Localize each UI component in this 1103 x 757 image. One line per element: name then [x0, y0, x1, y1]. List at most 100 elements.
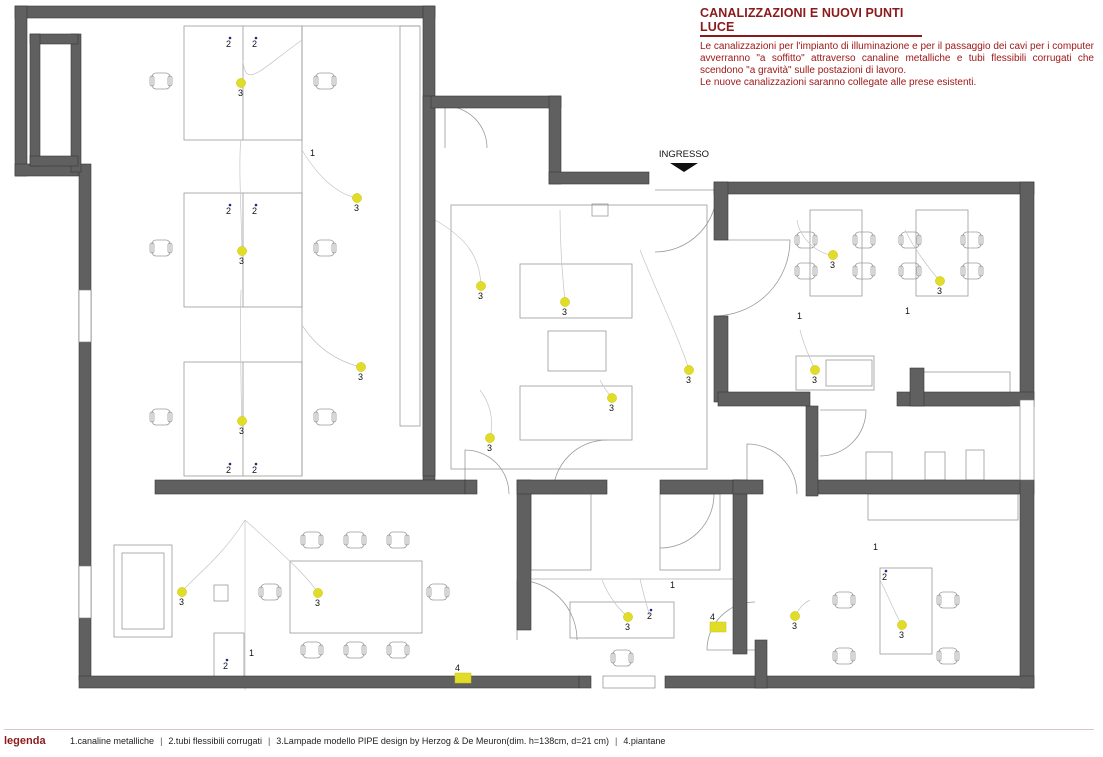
lamp-label: 3 [899, 630, 904, 640]
legend-title: legenda [4, 735, 46, 747]
chair [794, 231, 818, 249]
chair-arm [386, 534, 392, 546]
door-swing [819, 409, 867, 457]
wall-segment [70, 33, 82, 173]
bidet [924, 451, 946, 481]
chair-seat [302, 531, 322, 549]
tube-dot-icon [228, 36, 232, 40]
wall-segment [578, 675, 592, 689]
chair-arm [444, 586, 450, 598]
cable-route [639, 249, 690, 371]
lamp-label: 3 [239, 256, 244, 266]
chair [386, 641, 410, 659]
chair-seat [388, 531, 408, 549]
pendant-lamp: 3 [177, 587, 187, 607]
chair-seat [345, 531, 365, 549]
chair-arm [898, 234, 904, 246]
lamp-icon [607, 393, 617, 403]
pendant-lamp: 3 [810, 365, 820, 385]
chair-arm [870, 234, 876, 246]
tube-label: 2 [226, 465, 231, 475]
coffee-table [547, 330, 607, 372]
chair-arm [313, 242, 319, 254]
chair-seat [900, 262, 920, 280]
chair-arm [628, 652, 634, 664]
tube-point: 2 [223, 658, 229, 671]
chair-arm [300, 534, 306, 546]
pendant-lamp: 3 [236, 78, 246, 98]
chair-arm [167, 75, 173, 87]
chair [898, 262, 922, 280]
cable-route [904, 229, 941, 282]
cable-route [242, 39, 303, 76]
wall-segment [154, 479, 466, 495]
tube-dot-icon [254, 36, 258, 40]
chair-arm [313, 75, 319, 87]
tube-point: 2 [882, 569, 888, 582]
chair [852, 231, 876, 249]
table [915, 209, 969, 297]
tube-point: 2 [226, 203, 232, 216]
chair-arm [149, 411, 155, 423]
chair-arm [167, 242, 173, 254]
shelf [867, 493, 1019, 521]
floor-lamp: 4 [454, 663, 472, 684]
window-opening [1019, 399, 1035, 481]
tube-point: 2 [252, 203, 258, 216]
pendant-lamp: 3 [560, 297, 570, 317]
chair-arm [870, 265, 876, 277]
lamp-label: 3 [354, 203, 359, 213]
pendant-lamp: 3 [476, 281, 486, 301]
chair [300, 531, 324, 549]
chair-arm [960, 234, 966, 246]
legend-items: 1.canaline metalliche|2.tubi flessibili … [70, 736, 665, 746]
lamp-label: 3 [179, 597, 184, 607]
tube-label: 2 [226, 206, 231, 216]
lamp-label: 3 [487, 443, 492, 453]
chair [832, 647, 856, 665]
lamp-icon [684, 365, 694, 375]
tube-label: 2 [882, 572, 887, 582]
chair-arm [404, 534, 410, 546]
legend-separator: | [614, 736, 618, 746]
chair [313, 239, 337, 257]
wall-segment [464, 479, 478, 495]
chair [258, 583, 282, 601]
lamp-icon [485, 433, 495, 443]
wall-segment [896, 391, 1035, 407]
tube-label: 2 [252, 206, 257, 216]
chair-seat [854, 262, 874, 280]
printer [591, 203, 609, 217]
chair-arm [832, 594, 838, 606]
lamp-label: 3 [937, 286, 942, 296]
info-title: CANALIZZAZIONI E NUOVI PUNTI LUCE [700, 6, 922, 37]
chair-arm [426, 586, 432, 598]
cable-route [559, 209, 566, 303]
legend-item-2: 2.tubi flessibili corrugati [168, 736, 262, 746]
lamp-icon [476, 281, 486, 291]
pendant-lamp: 3 [352, 193, 362, 213]
chair-arm [149, 75, 155, 87]
chair-arm [898, 265, 904, 277]
door-swing [713, 239, 791, 317]
chair [898, 231, 922, 249]
lamp-icon [935, 276, 945, 286]
wall-segment [1019, 479, 1035, 689]
chair [343, 531, 367, 549]
chair-arm [361, 644, 367, 656]
wall-segment [732, 479, 764, 495]
lamp-icon [313, 588, 323, 598]
lamp-icon [897, 620, 907, 630]
lamp-label: 3 [315, 598, 320, 608]
cabinet [213, 632, 245, 678]
wall-segment [14, 5, 436, 19]
door-swing [464, 449, 510, 495]
tube-point: 2 [226, 462, 232, 475]
floor-lamp-icon [454, 672, 472, 684]
cable-route [479, 389, 493, 439]
chair-arm [343, 644, 349, 656]
chair-seat [612, 649, 632, 667]
wall-segment [713, 315, 729, 403]
